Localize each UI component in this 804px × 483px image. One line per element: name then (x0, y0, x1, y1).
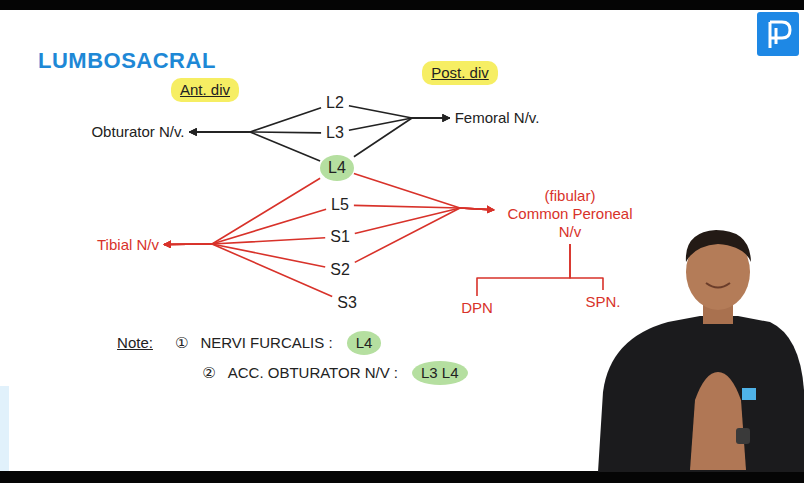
root-label: L4 (320, 155, 354, 181)
node-text: Tibial N/v (97, 236, 159, 254)
note-answer: L3 L4 (412, 361, 468, 385)
node-text: DPN (461, 299, 493, 317)
root-label: S2 (325, 258, 355, 282)
presenter-smile (706, 283, 730, 288)
nerve-label: (fibular)Common Peroneal N/v (494, 184, 646, 244)
branch-label: DPN (456, 296, 498, 320)
note-text: ACC. OBTURATOR N/V : (226, 363, 400, 383)
nerve-connector (164, 244, 332, 297)
nerve-connector (164, 244, 325, 267)
top-bar (0, 0, 804, 10)
nerve-connector (477, 244, 570, 296)
nerve-connector (190, 108, 322, 132)
note-number: ① (173, 333, 190, 353)
note-number: ② (200, 363, 217, 383)
presenter-hair (686, 230, 751, 262)
node-text: L4 (328, 159, 346, 177)
root-label: L2 (321, 91, 349, 115)
presenter-watch (736, 428, 750, 444)
presenter-hands (690, 372, 746, 470)
root-label: S1 (325, 225, 355, 249)
note-text: NERVI FURCALIS : (198, 333, 334, 353)
nerve-connector (190, 132, 321, 161)
note-answer: L4 (347, 331, 382, 355)
root-label: L5 (326, 193, 354, 217)
root-label: L3 (321, 121, 349, 145)
note-heading: Note: (115, 333, 155, 353)
logo-mark (770, 22, 790, 48)
division-label: Post. div (422, 61, 498, 85)
node-text: Common Peroneal N/v (499, 205, 641, 241)
nerve-connector (354, 118, 450, 157)
node-text: Obturator N/v. (91, 123, 184, 141)
node-text: L2 (326, 94, 344, 112)
nerve-connector (164, 209, 326, 244)
division-label: Ant. div (171, 78, 239, 102)
nerve-label: Tibial N/v (92, 233, 164, 257)
nerve-label: Obturator N/v. (86, 120, 189, 144)
root-label: S3 (332, 291, 362, 315)
bottom-bar (0, 471, 804, 483)
nerve-connector (349, 106, 450, 118)
side-strip (0, 386, 9, 471)
nerve-connector (349, 118, 450, 130)
node-text: L3 (326, 124, 344, 142)
shirt-logo (742, 388, 756, 400)
nerve-connector (355, 208, 494, 233)
branch-label: SPN. (580, 290, 625, 314)
slide-title: LUMBOSACRAL (38, 52, 216, 70)
presenter-shirt (598, 316, 804, 472)
nerve-label: Femoral N/v. (450, 106, 545, 130)
node-text: S3 (337, 294, 357, 312)
node-text: S1 (330, 228, 350, 246)
node-text: SPN. (585, 293, 620, 311)
node-text: (fibular) (499, 187, 641, 205)
nerve-connector (570, 244, 603, 290)
logo-box (757, 12, 799, 56)
nerve-connector (355, 208, 494, 262)
node-text: S2 (330, 261, 350, 279)
node-text: Femoral N/v. (455, 109, 540, 127)
node-text: L5 (331, 196, 349, 214)
nerve-connector (354, 173, 494, 209)
